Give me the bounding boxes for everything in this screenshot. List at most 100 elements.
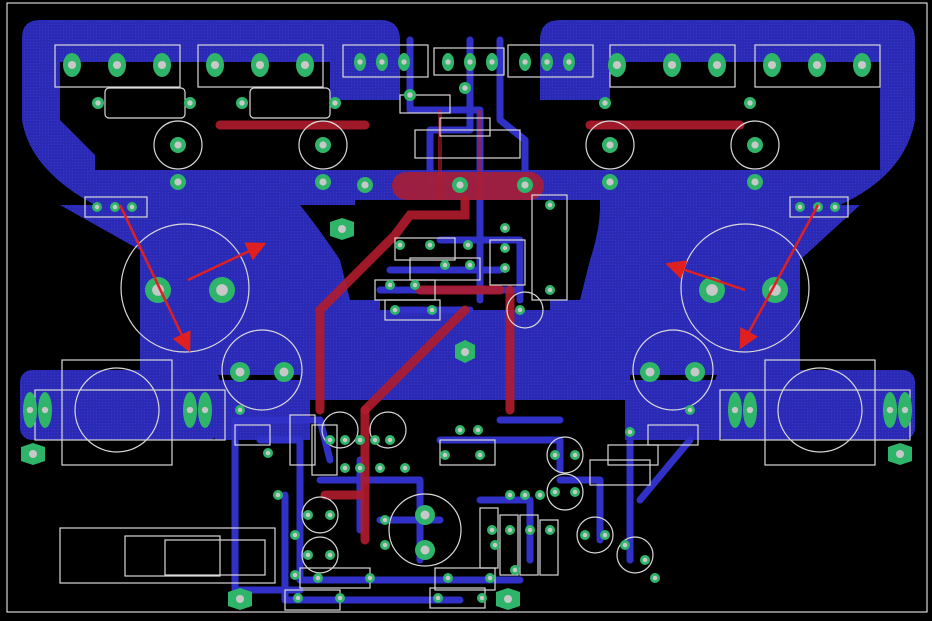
pad-drill [572,489,578,495]
pad-drill [522,59,528,65]
pad-drill [95,100,101,106]
pad-drill [337,595,343,601]
annotation-arrows [118,204,820,353]
pad-drill [420,545,430,555]
pad-drill [327,552,333,558]
pad-drill [237,407,243,413]
pad-drill [552,489,558,495]
pad-drill [489,527,495,533]
pad-drill [342,465,348,471]
pad-drill [832,204,838,210]
pad-drill [401,59,407,65]
pad-drill [445,575,451,581]
pad-drill [435,595,441,601]
pad-drill [522,492,528,498]
top-copper-layer [215,120,745,545]
annotation-arrow-right-down [739,204,820,350]
pad-drill [186,406,194,414]
pad-drill [547,287,553,293]
pad-drill [235,367,245,377]
pad-drill [489,59,495,65]
pad-drill [652,575,658,581]
pad-drill [397,242,403,248]
pad-drill [332,100,338,106]
pad-drill [327,512,333,518]
pad-drill [342,437,348,443]
pad-drill [457,427,463,433]
pad-drill [706,284,718,296]
pad-drill [622,542,628,548]
pad-drill [527,527,533,533]
board-outline [6,2,928,613]
annotation-arrow-left-up [187,242,267,282]
top-trace-mid-diag [360,305,470,415]
pad-drill [537,492,543,498]
pad-drill [315,575,321,581]
pad-drill [746,406,754,414]
pad-drill [477,452,483,458]
pad-drill [392,307,398,313]
pad-drill [572,452,578,458]
pad-drill [502,225,508,231]
pad-drill [502,245,508,251]
pad-drill [387,282,393,288]
pad-drill [767,60,777,70]
pad-drill [265,450,271,456]
pad-drill [812,60,822,70]
pad-drill [295,595,301,601]
pad-drill [377,465,383,471]
pad-drill [606,141,614,149]
pad-drill [645,367,655,377]
pad-drill [492,542,498,548]
pad-drill [112,204,118,210]
pad-drill [275,492,281,498]
pad-drill [239,100,245,106]
pad-drill [690,367,700,377]
pad-drill [292,572,298,578]
pad-drill [216,284,228,296]
pad-drill [382,542,388,548]
pad-drill [357,437,363,443]
pad-drill [372,437,378,443]
pads-layer [23,53,912,603]
pad-drill [797,204,803,210]
pad-drill [174,178,182,186]
pad-drill [407,92,413,98]
pad-drill [507,492,513,498]
pad-drill [357,59,363,65]
pad-drill [292,532,298,538]
pad-drill [544,59,550,65]
pad-drill [517,307,523,313]
top-trace-left-diag [315,195,470,415]
pad-drill [456,181,464,189]
silkscreen-layer [34,44,911,611]
pad-drill [387,437,393,443]
pad-drill [467,262,473,268]
vias-layer [21,218,912,610]
pad-drill [319,178,327,186]
pad-drill [886,406,894,414]
pad-drill [94,204,100,210]
pad-drill [627,429,633,435]
pad-drill [442,262,448,268]
pad-drill [112,60,122,70]
pad-drill [402,465,408,471]
pad-drill [642,557,648,563]
pad-drill [667,60,677,70]
top-copper-pour-center [392,172,544,200]
pad-drill [747,100,753,106]
pad-drill [367,575,373,581]
copper-pour-left-heatsink [20,370,220,440]
pad-drill [210,60,220,70]
pad-drill [319,141,327,149]
pad-drill [487,575,493,581]
pad-drill [427,242,433,248]
pad-drill [751,141,759,149]
pad-drill [566,59,572,65]
pad-drill [187,100,193,106]
pad-drill [357,465,363,471]
annotation-arrow-right-left [665,260,746,292]
pad-drill [475,427,481,433]
pad-drill [305,512,311,518]
